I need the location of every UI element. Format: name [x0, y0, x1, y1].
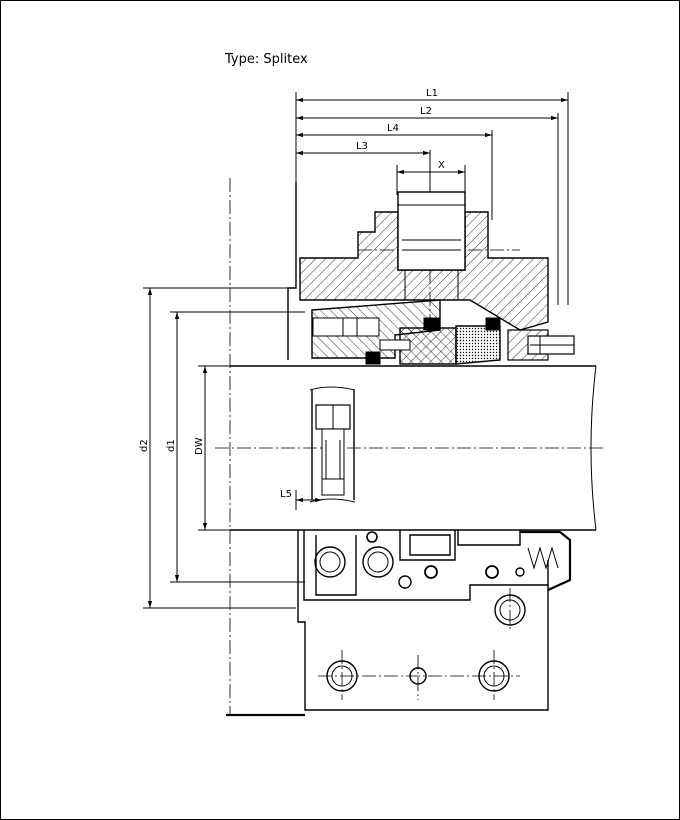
top-dimensions: L1 L2 L4 L3 X: [295, 88, 569, 305]
dim-L2: L2: [420, 106, 432, 117]
upper-section: [299, 191, 575, 365]
dim-L4: L4: [387, 123, 399, 134]
dim-L1: L1: [426, 88, 438, 99]
dim-d1: d1: [166, 439, 177, 452]
housing-wall: [226, 182, 549, 717]
dim-L5: L5: [280, 489, 292, 500]
left-dimensions: d2 d1 DW: [139, 287, 305, 609]
setscrew-detail: [309, 386, 356, 503]
dim-X: X: [438, 160, 445, 171]
shaft: [230, 365, 597, 531]
diagram-title: Type: Splitex: [224, 52, 308, 67]
dim-L3: L3: [356, 141, 368, 152]
dim-DW: DW: [194, 437, 205, 455]
dim-d2: d2: [139, 439, 150, 452]
lower-outline: [303, 530, 572, 700]
